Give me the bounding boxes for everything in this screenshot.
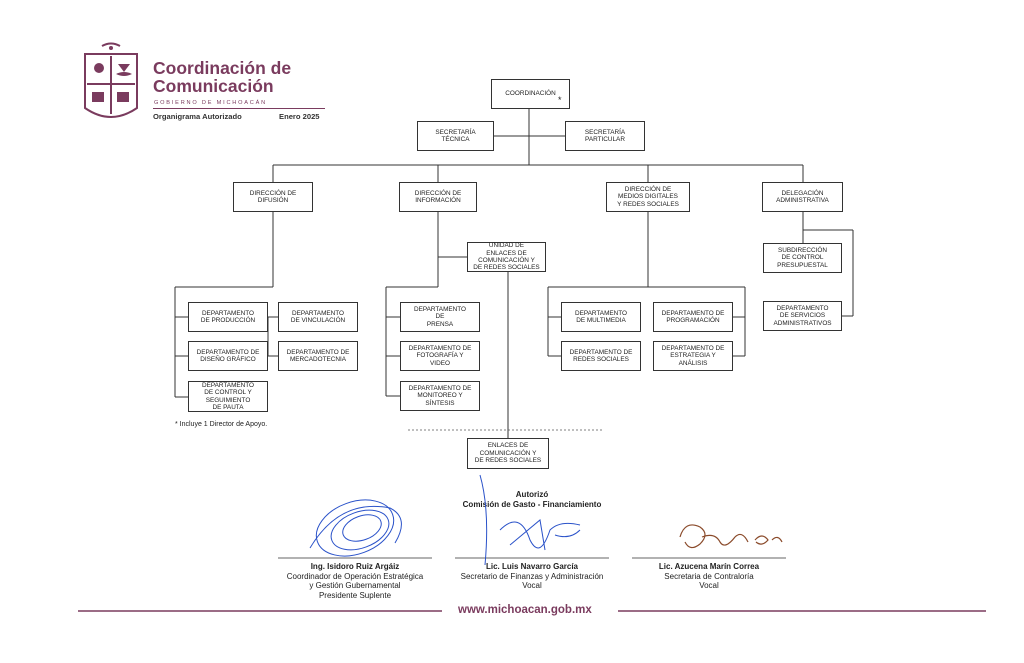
footnote: * Incluye 1 Director de Apoyo.	[175, 421, 268, 428]
signatory-2-role-1: Secretario de Finanzas y Administración	[460, 571, 604, 581]
box-direccion-difusion: DIRECCIÓN DE DIFUSIÓN	[233, 182, 313, 212]
box-coordinacion: COORDINACIÓN	[491, 79, 570, 109]
box-depto-vinculacion: DEPARTAMENTO DE VINCULACIÓN	[278, 302, 358, 332]
box-depto-diseno-grafico: DEPARTAMENTO DE DISEÑO GRÁFICO	[188, 341, 268, 371]
box-direccion-medios-digitales: DIRECCIÓN DE MEDIOS DIGITALES Y REDES SO…	[606, 182, 690, 212]
box-enlaces-comunicacion: ENLACES DE COMUNICACIÓN Y DE REDES SOCIA…	[467, 438, 549, 469]
box-depto-fotografia-video: DEPARTAMENTO DE FOTOGRAFÍA Y VIDEO	[400, 341, 480, 371]
box-depto-control-seguimiento: DEPARTAMENTO DE CONTROL Y SEGUIMIENTO DE…	[188, 381, 268, 412]
title-line-2: Comunicación	[153, 76, 274, 96]
signatory-2-name: Lic. Luis Navarro García	[485, 562, 579, 571]
box-depto-produccion: DEPARTAMENTO DE PRODUCCIÓN	[188, 302, 268, 332]
signature-navarro-image	[479, 474, 581, 566]
box-subdireccion-control-presupuestal: SUBDIRECCIÓN DE CONTROL PRESUPUESTAL	[763, 243, 842, 273]
signature-marin-image	[679, 524, 783, 549]
box-depto-servicios-administrativos: DEPARTAMENTO DE SERVICIOS ADMINISTRATIVO…	[763, 301, 842, 331]
subtitle: Organigrama Autorizado	[153, 112, 242, 121]
box-depto-redes-sociales: DEPARTAMENTO DE REDES SOCIALES	[561, 341, 641, 371]
signatory-3-role-1: Secretaria de Contraloría	[664, 571, 754, 581]
box-depto-estrategia-analisis: DEPARTAMENTO DE ESTRATEGIA Y ANÁLISIS	[653, 341, 733, 371]
michoacan-coat-of-arms-logo	[84, 42, 138, 118]
coordinacion-asterisk: *	[558, 95, 562, 105]
date-label: Enero 2025	[279, 112, 320, 121]
signatory-1-role-1: Coordinador de Operación Estratégica	[286, 571, 424, 581]
box-depto-multimedia: DEPARTAMENTO DE MULTIMEDIA	[561, 302, 641, 332]
signatory-3-role-2: Vocal	[699, 581, 719, 590]
signatory-2-role-2: Vocal	[522, 581, 542, 590]
box-depto-mercadotecnia: DEPARTAMENTO DE MERCADOTECNIA	[278, 341, 358, 371]
signatory-1: Ing. Isidoro Ruiz Argáiz Coordinador de …	[255, 562, 455, 600]
government-label: GOBIERNO DE MICHOACÁN	[154, 100, 268, 106]
box-unidad-enlaces: UNIDAD DE ENLACES DE COMUNICACIÓN Y DE R…	[467, 242, 546, 272]
header-divider	[153, 108, 325, 109]
box-delegacion-administrativa: DELEGACIÓN ADMINISTRATIVA	[762, 182, 843, 212]
website-url: www.michoacan.gob.mx	[458, 604, 592, 616]
commission-label: Comisión de Gasto - Financiamiento	[462, 500, 602, 509]
signatory-2: Lic. Luis Navarro García Secretario de F…	[432, 562, 632, 591]
authorized-label: Autorizó	[515, 490, 549, 499]
title-line-1: Coordinación de	[153, 58, 292, 78]
signatory-1-name: Ing. Isidoro Ruiz Argáiz	[310, 562, 400, 571]
signatory-1-role-3: Presidente Suplente	[318, 590, 392, 600]
signature-ruiz-image	[309, 499, 402, 557]
signatory-3-name: Lic. Azucena Marín Correa	[658, 562, 760, 571]
signatory-1-role-2: y Gestión Gubernamental	[309, 581, 401, 590]
coordinacion-label: COORDINACIÓN	[505, 90, 556, 98]
box-secretaria-particular: SECRETARÍA PARTICULAR	[565, 121, 645, 151]
box-depto-monitoreo-sintesis: DEPARTAMENTO DE MONITOREO Y SÍNTESIS	[400, 381, 480, 411]
box-depto-programacion: DEPARTAMENTO DE PROGRAMACIÓN	[653, 302, 733, 332]
box-direccion-informacion: DIRECCIÓN DE INFORMACIÓN	[399, 182, 477, 212]
box-secretaria-tecnica: SECRETARÍA TÉCNICA	[417, 121, 494, 151]
signatory-3: Lic. Azucena Marín Correa Secretaria de …	[609, 562, 809, 591]
box-depto-prensa: DEPARTAMENTO DE PRENSA	[400, 302, 480, 332]
